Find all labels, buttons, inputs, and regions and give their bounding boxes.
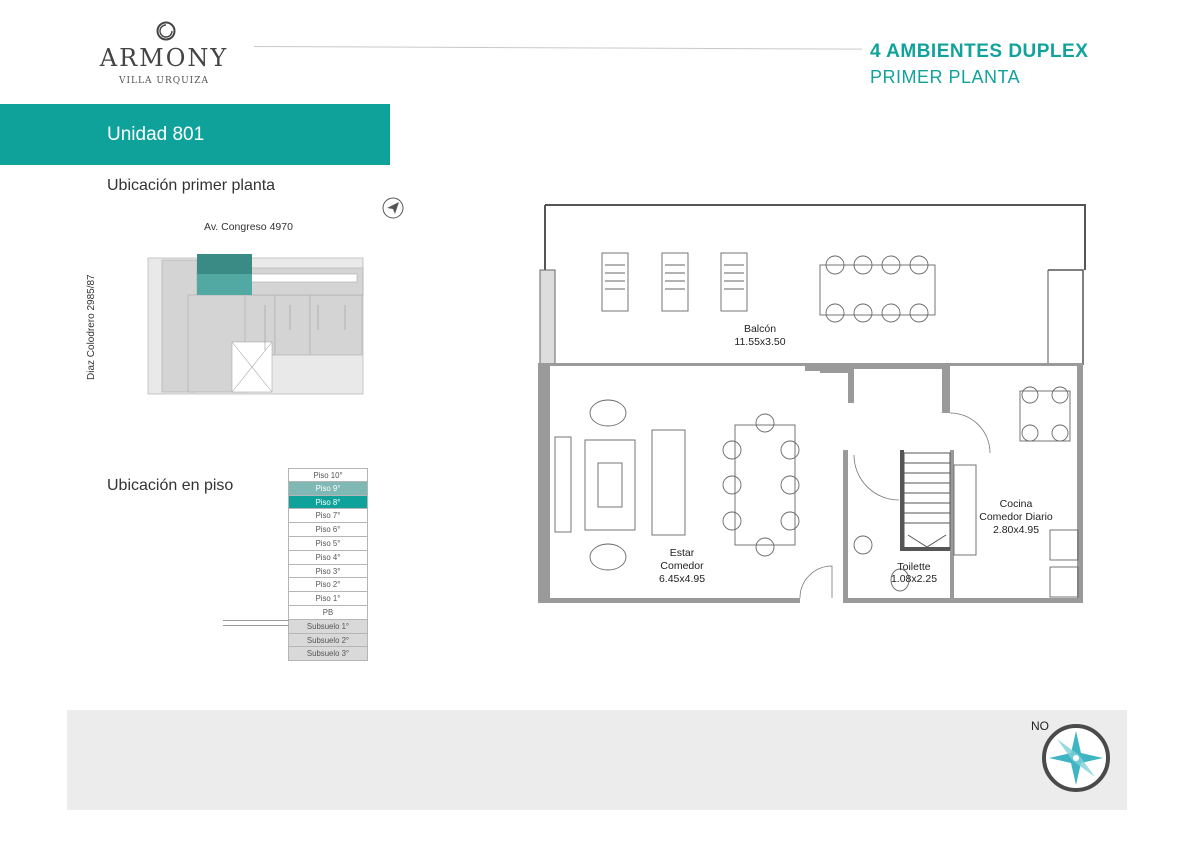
header-divider — [253, 46, 862, 50]
floor-row: Piso 9° — [288, 481, 368, 496]
floor-row: Piso 4° — [288, 550, 368, 565]
floor-row: Piso 5° — [288, 536, 368, 551]
site-location-map — [147, 254, 364, 395]
compass-rose-icon — [1042, 724, 1110, 792]
room-label-cocina: Cocina — [1000, 498, 1033, 510]
floor-row: Piso 6° — [288, 523, 368, 537]
floor-row-basement: Subsuelo 2° — [288, 633, 368, 648]
floor-plan: Balcón 11.55x3.50 Estar Comedor 6.45x4.9… — [530, 195, 1100, 615]
unit-banner — [0, 104, 390, 165]
brand-logo-icon — [156, 21, 176, 41]
floor-row: Piso 3° — [288, 564, 368, 579]
ground-level-line — [223, 620, 289, 626]
floor-row-current: Piso 8° — [288, 495, 368, 510]
navigation-arrow-icon — [382, 197, 404, 219]
room-label-comedor-diario: Comedor Diario — [979, 511, 1053, 523]
floor-stack: Piso 10° Piso 9° Piso 8° Piso 7° Piso 6°… — [288, 468, 368, 662]
floor-row: Piso 10° — [288, 468, 368, 482]
floor-plan-drawing: Balcón 11.55x3.50 Estar Comedor 6.45x4.9… — [538, 204, 1086, 603]
floor-row: PB — [288, 605, 368, 620]
unit-location-highlight — [197, 274, 252, 295]
room-label-toilette: Toilette — [897, 561, 930, 573]
room-size-cocina: 2.80x4.95 — [993, 524, 1039, 536]
unit-location-highlight-dark — [197, 254, 252, 274]
room-label-comedor: Comedor — [660, 560, 704, 572]
page-title: 4 AMBIENTES DUPLEX — [870, 41, 1089, 62]
compass-label: NO — [1031, 719, 1049, 733]
room-size-toilette: 1.08x2.25 — [891, 573, 937, 585]
floor-location-title: Ubicación en piso — [107, 477, 234, 494]
location-plan-title: Ubicación primer planta — [107, 177, 276, 194]
floor-row: Piso 1° — [288, 592, 368, 606]
room-size-estar: 6.45x4.95 — [659, 573, 705, 585]
page-subtitle: PRIMER PLANTA — [870, 67, 1021, 87]
floor-row: Piso 7° — [288, 509, 368, 524]
street-label-side: Diaz Colodrero 2985/87 — [86, 274, 97, 380]
floor-row: Piso 2° — [288, 578, 368, 593]
unit-label: Unidad 801 — [107, 124, 205, 145]
brand-name: ARMONY — [99, 44, 229, 72]
street-label-top: Av. Congreso 4970 — [204, 221, 293, 233]
room-label-balcon: Balcón — [744, 323, 776, 335]
room-size-balcon: 11.55x3.50 — [734, 336, 785, 348]
floor-row-basement: Subsuelo 1° — [288, 619, 368, 634]
floor-row-basement: Subsuelo 3° — [288, 647, 368, 662]
room-label-estar: Estar — [670, 547, 695, 559]
footer-bar — [67, 710, 1127, 810]
brand-subtitle: VILLA URQUIZA — [118, 76, 209, 86]
